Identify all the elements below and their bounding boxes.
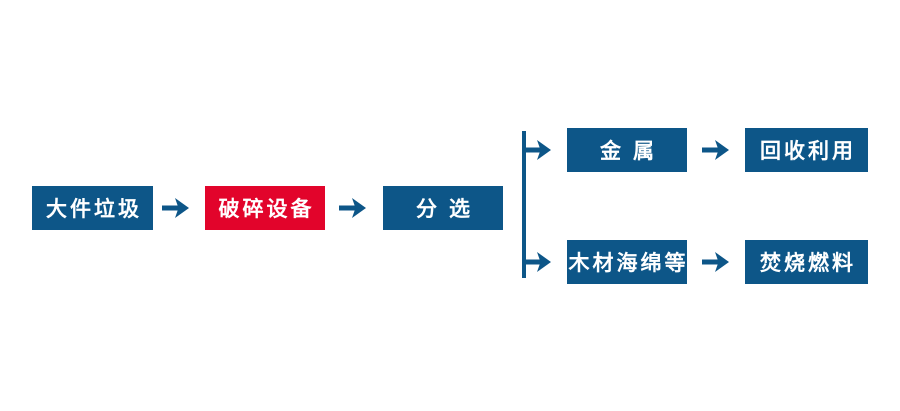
flow-node-wood-sponge: 木材海绵等	[567, 240, 687, 284]
flow-node-metal: 金属	[567, 128, 687, 172]
arrow-right-icon	[162, 198, 189, 218]
flow-node-bulky-waste: 大件垃圾	[32, 186, 153, 230]
arrow-right-icon	[339, 198, 366, 218]
arrow-right-icon	[702, 140, 729, 160]
flow-node-incineration-fuel: 焚烧燃料	[745, 240, 868, 284]
arrow-right-icon	[702, 252, 729, 272]
flow-node-crushing-equipment: 破碎设备	[205, 186, 325, 230]
branch-connector-line	[522, 131, 526, 278]
arrow-right-icon	[524, 252, 551, 272]
flow-node-recycling: 回收利用	[745, 128, 868, 172]
arrow-right-icon	[524, 140, 551, 160]
flow-node-sorting: 分选	[383, 186, 503, 230]
